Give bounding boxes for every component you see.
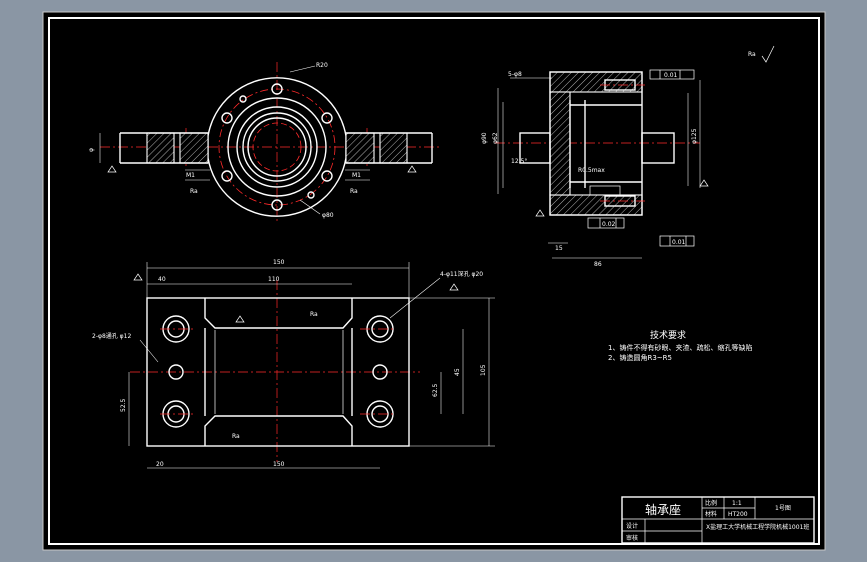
svg-text:12.5°: 12.5° (511, 158, 527, 165)
svg-text:X盐理工大学机械工程学院机械1001班: X盐理工大学机械工程学院机械1001班 (706, 523, 809, 531)
svg-text:0.01: 0.01 (664, 72, 678, 79)
svg-text:R0.5max: R0.5max (578, 167, 605, 174)
svg-text:Ra: Ra (310, 311, 318, 318)
svg-text:Ra: Ra (350, 188, 358, 195)
svg-text:M1: M1 (186, 172, 195, 179)
svg-text:45: 45 (454, 368, 461, 376)
svg-text:R20: R20 (316, 62, 328, 69)
svg-text:86: 86 (594, 261, 602, 268)
top-view: 150 110 40 150 20 105 45 62.5 52.5 2-φ8通… (92, 259, 495, 469)
svg-text:105: 105 (480, 364, 487, 376)
svg-text:110: 110 (268, 276, 280, 283)
tech-requirement-2: 2、铸造圆角R3~R5 (608, 353, 672, 362)
svg-text:150: 150 (273, 259, 285, 266)
svg-text:150: 150 (273, 461, 285, 468)
svg-text:2-φ8通孔 φ12: 2-φ8通孔 φ12 (92, 332, 131, 340)
svg-text:20: 20 (156, 461, 164, 468)
svg-text:审核: 审核 (626, 534, 638, 542)
drawing-title: 轴承座 (645, 502, 681, 517)
svg-text:5-φ8: 5-φ8 (508, 71, 522, 78)
svg-text:40: 40 (158, 276, 166, 283)
drawing-area[interactable] (42, 11, 826, 551)
side-section-view: 5-φ8 φ90 φ62 φ125 86 15 12.5° R0.5max 0.… (481, 45, 775, 268)
tech-requirement-1: 1、铸件不得有砂眼、夹渣、疏松、缩孔等缺陷 (608, 343, 752, 352)
svg-text:1号图: 1号图 (775, 505, 791, 512)
svg-text:52.5: 52.5 (120, 398, 127, 412)
svg-text:φ: φ (88, 148, 95, 152)
front-view: φ R20 φ80 M1 M1 Ra Ra (88, 62, 440, 222)
svg-text:φ90: φ90 (481, 132, 488, 144)
svg-text:HT200: HT200 (728, 511, 748, 518)
svg-text:0.01: 0.01 (672, 239, 686, 246)
tech-requirements: 技术要求 1、铸件不得有砂眼、夹渣、疏松、缩孔等缺陷 2、铸造圆角R3~R5 (608, 329, 752, 362)
svg-text:Ra: Ra (748, 51, 756, 58)
svg-text:Ra: Ra (232, 433, 240, 440)
inner-border (48, 17, 820, 545)
svg-text:设计: 设计 (626, 522, 638, 530)
svg-text:M1: M1 (352, 172, 361, 179)
title-block: 轴承座 比例 1:1 材料 HT200 1号图 X盐理工大学机械工程学院机械10… (621, 496, 815, 544)
svg-text:Ra: Ra (190, 188, 198, 195)
svg-text:15: 15 (555, 245, 563, 252)
svg-text:4-φ11深孔 φ20: 4-φ11深孔 φ20 (440, 270, 483, 278)
tech-requirements-heading: 技术要求 (650, 329, 686, 341)
svg-text:比例: 比例 (705, 499, 717, 507)
svg-text:φ62: φ62 (492, 132, 499, 144)
svg-text:62.5: 62.5 (432, 383, 439, 397)
svg-text:φ125: φ125 (691, 128, 698, 144)
svg-text:1:1: 1:1 (732, 500, 742, 507)
svg-text:0.02: 0.02 (602, 221, 616, 228)
svg-text:材料: 材料 (705, 510, 717, 518)
svg-text:φ80: φ80 (322, 212, 334, 219)
